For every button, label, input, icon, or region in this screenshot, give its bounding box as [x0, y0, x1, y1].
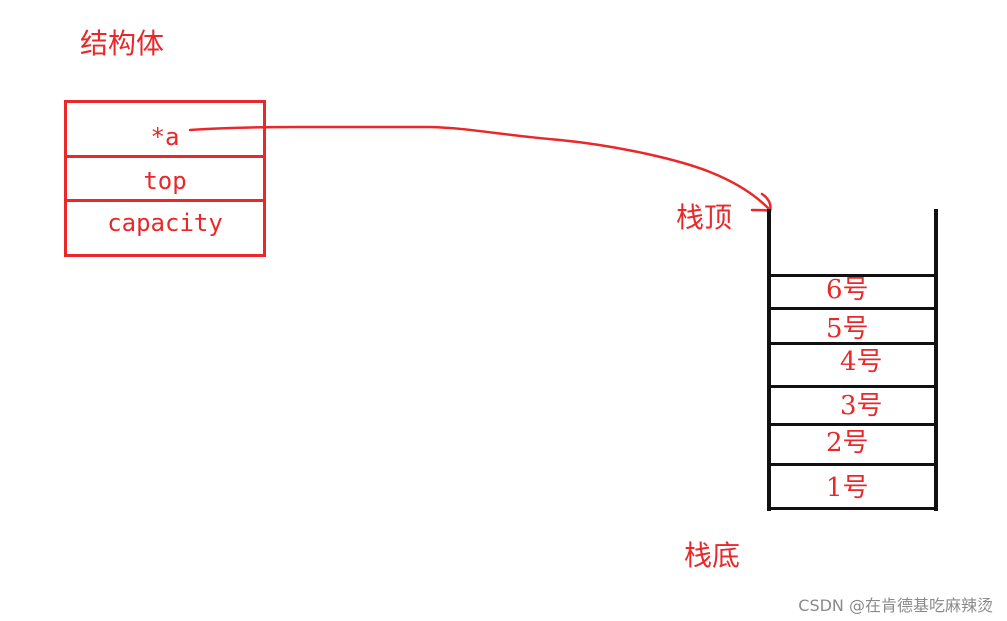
stack-slot-label: 2号 — [826, 428, 869, 458]
struct-divider — [67, 199, 263, 202]
struct-field-top: top — [143, 167, 187, 195]
stack-bottom-label: 栈底 — [684, 539, 741, 572]
stack-slot-line — [768, 385, 938, 388]
struct-field-pointer: *a — [150, 123, 180, 151]
stack-slot-line — [768, 342, 938, 345]
stack-top-label: 栈顶 — [676, 201, 733, 234]
stack-left-wall — [767, 209, 771, 511]
stack-slot-label: 1号 — [826, 473, 869, 503]
struct-title: 结构体 — [80, 27, 165, 60]
stack-slot-label: 6号 — [826, 275, 869, 305]
pointer-arrow-line — [188, 125, 770, 210]
watermark: CSDN @在肯德基吃麻辣烫 — [798, 596, 993, 615]
stack-slot-label: 4号 — [840, 347, 883, 377]
stack-slot-line — [768, 463, 938, 466]
stack-slot-line — [768, 423, 938, 426]
struct-divider — [67, 155, 263, 158]
stack-slot-line — [768, 307, 938, 310]
struct-box: *a top capacity — [64, 100, 266, 257]
struct-field-capacity: capacity — [107, 209, 223, 237]
stack-slot-label: 3号 — [840, 391, 883, 421]
stack-slot-line — [768, 274, 938, 277]
stack-slot-label: 5号 — [826, 314, 869, 344]
stack-right-wall — [934, 209, 938, 511]
stack-bottom-line — [768, 507, 938, 510]
